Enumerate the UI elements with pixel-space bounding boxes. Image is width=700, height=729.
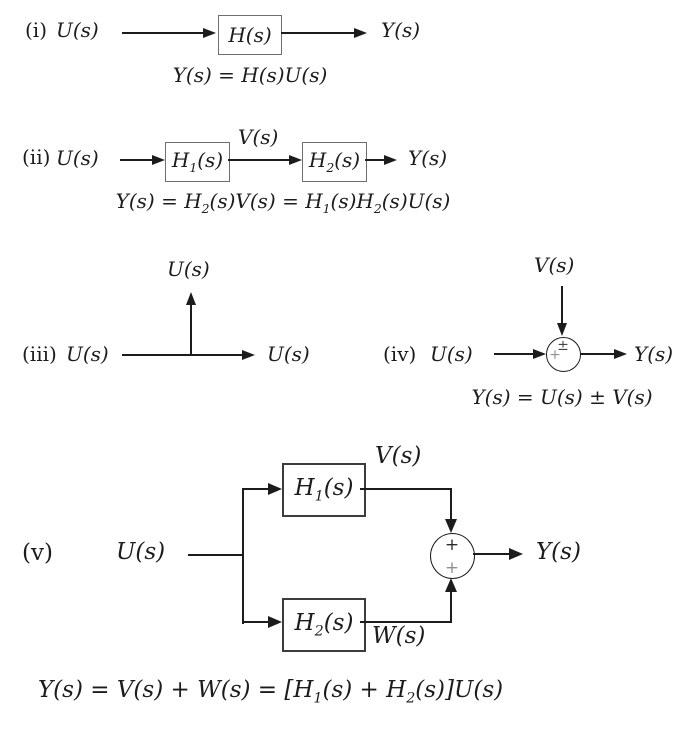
item-label-i: (i)	[25, 18, 48, 42]
wire	[365, 159, 385, 161]
wire	[450, 591, 452, 623]
equation-ii: Y(s) = H2(s)V(s) = H1(s)H2(s)U(s)	[115, 189, 451, 216]
signal-label-u: U(s)	[430, 342, 473, 366]
signal-label-u: U(s)	[66, 342, 109, 366]
block-h2: H2(s)	[282, 598, 366, 652]
wire	[242, 488, 244, 624]
sum-sign-plus-minus: ±	[557, 338, 569, 354]
arrow-head-icon	[384, 155, 397, 165]
arrow-head-icon	[152, 155, 165, 165]
arrow-head-icon	[509, 548, 523, 560]
arrow-head-icon	[557, 323, 567, 336]
block-h2: H2(s)	[302, 142, 367, 182]
signal-label-y: Y(s)	[634, 342, 674, 366]
arrow-head-icon	[614, 349, 627, 359]
item-label-ii: (ii)	[22, 145, 51, 169]
wire	[122, 354, 243, 356]
wire	[281, 32, 355, 34]
signal-label-y: Y(s)	[536, 539, 581, 565]
equation-v: Y(s) = V(s) + W(s) = [H1(s) + H2(s)]U(s)	[38, 677, 504, 707]
wire	[190, 304, 192, 356]
wire	[120, 159, 154, 161]
item-label-v: (v)	[22, 540, 53, 566]
equation-iv: Y(s) = U(s) ± V(s)	[471, 385, 653, 409]
signal-label-v: V(s)	[534, 253, 575, 277]
wire	[450, 488, 452, 521]
signal-label-u-branch: U(s)	[167, 257, 210, 281]
block-h1: H1(s)	[165, 142, 230, 182]
signal-label-u: U(s)	[56, 18, 99, 42]
wire	[360, 621, 452, 623]
arrow-head-icon	[533, 349, 546, 359]
arrow-head-icon	[268, 616, 282, 628]
item-label-iv: (iv)	[383, 342, 417, 366]
sum-sign-plus-bottom: +	[444, 558, 460, 578]
summing-junction	[546, 337, 581, 372]
wire	[360, 488, 452, 490]
signal-label-w: W(s)	[372, 623, 426, 649]
sum-sign-plus-top: +	[444, 535, 460, 555]
wire	[580, 353, 615, 355]
arrow-head-icon	[445, 578, 457, 592]
arrow-head-icon	[354, 28, 367, 38]
wire	[561, 286, 563, 325]
wire	[494, 353, 535, 355]
arrow-head-icon	[242, 350, 255, 360]
arrow-head-icon	[186, 292, 196, 305]
signal-label-y: Y(s)	[408, 146, 448, 170]
arrow-head-icon	[268, 483, 282, 495]
block-label: H1(s)	[294, 475, 354, 505]
equation-i: Y(s) = H(s)U(s)	[172, 63, 328, 87]
signal-label-u: U(s)	[116, 539, 166, 565]
wire	[242, 488, 270, 490]
block-label: H1(s)	[171, 147, 224, 175]
arrow-head-icon	[289, 155, 302, 165]
arrow-head-icon	[203, 28, 216, 38]
block-h1: H1(s)	[282, 463, 366, 517]
block-label: H(s)	[228, 22, 272, 47]
item-label-iii: (iii)	[22, 342, 57, 366]
signal-label-u: U(s)	[56, 146, 99, 170]
signal-label-v: V(s)	[238, 125, 279, 149]
wire	[473, 553, 511, 555]
wire	[122, 32, 205, 34]
signal-label-u-out: U(s)	[267, 342, 310, 366]
sum-sign-plus: +	[549, 347, 561, 363]
arrow-head-icon	[445, 519, 457, 533]
wire	[228, 159, 291, 161]
block-h: H(s)	[218, 15, 282, 55]
block-label: H2(s)	[308, 147, 361, 175]
block-label: H2(s)	[294, 610, 354, 640]
wire	[188, 554, 244, 556]
signal-label-y: Y(s)	[381, 18, 421, 42]
summing-junction	[430, 533, 475, 579]
wire	[242, 621, 270, 623]
signal-label-v: V(s)	[375, 443, 422, 469]
